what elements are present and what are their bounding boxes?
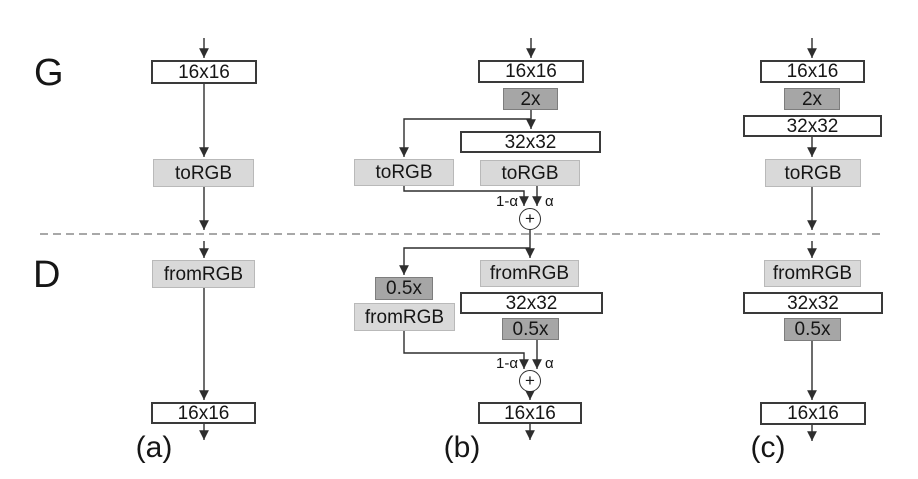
col-c-d-layer-16x16: 16x16 <box>760 402 866 425</box>
col-c-d-downsample-05x: 0.5x <box>784 318 841 341</box>
col-a-g-layer-16x16: 16x16 <box>151 60 257 84</box>
plus-icon: + <box>525 370 535 390</box>
col-b-d-weight-one-minus-alpha: 1-α <box>495 355 518 372</box>
discriminator-row-label: D <box>33 254 61 296</box>
arrow-b-d-skip-to-05x-left <box>399 247 530 275</box>
col-b-d-layer-16x16: 16x16 <box>478 402 582 424</box>
col-a-d-layer-16x16: 16x16 <box>151 402 256 424</box>
col-c-g-upsample-2x: 2x <box>784 88 840 110</box>
col-b-d-fromrgb-left: fromRGB <box>354 303 455 331</box>
arrow-b-d-fromrgb-left-to-sum <box>403 331 529 369</box>
caption-b: (b) <box>443 431 481 464</box>
col-b-g-weight-alpha: α <box>545 193 554 210</box>
generator-row-label: G <box>34 52 64 94</box>
col-b-g-torgb-left: toRGB <box>354 159 454 186</box>
col-b-d-layer-32x32: 32x32 <box>460 292 603 314</box>
col-b-g-layer-32x32: 32x32 <box>460 131 601 153</box>
col-c-d-fromrgb: fromRGB <box>764 260 861 287</box>
col-b-g-torgb-right: toRGB <box>480 160 580 186</box>
caption-c: (c) <box>750 431 786 464</box>
col-c-d-layer-32x32: 32x32 <box>743 292 883 314</box>
col-b-d-fromrgb-right: fromRGB <box>480 260 579 287</box>
col-b-d-downsample-05x-right: 0.5x <box>502 318 559 340</box>
col-c-g-layer-32x32: 32x32 <box>743 115 882 137</box>
col-b-d-downsample-05x-left: 0.5x <box>375 277 433 300</box>
col-b-g-upsample-2x: 2x <box>503 88 558 110</box>
col-c-g-layer-16x16: 16x16 <box>760 60 865 83</box>
plus-icon: + <box>525 208 535 228</box>
arrow-b-g-skip-to-torgb-left <box>399 118 531 157</box>
caption-a: (a) <box>135 431 173 464</box>
arrow-b-g-torgb-left-to-sum <box>403 186 529 206</box>
col-b-d-weight-alpha: α <box>545 355 554 372</box>
col-b-g-layer-16x16: 16x16 <box>478 60 584 83</box>
col-c-g-torgb: toRGB <box>765 159 861 187</box>
col-a-g-torgb: toRGB <box>153 159 254 187</box>
col-b-g-sum-node: + <box>519 208 541 230</box>
col-b-g-weight-one-minus-alpha: 1-α <box>495 193 518 210</box>
col-a-d-fromrgb: fromRGB <box>152 260 255 288</box>
col-b-d-sum-node: + <box>519 370 541 392</box>
